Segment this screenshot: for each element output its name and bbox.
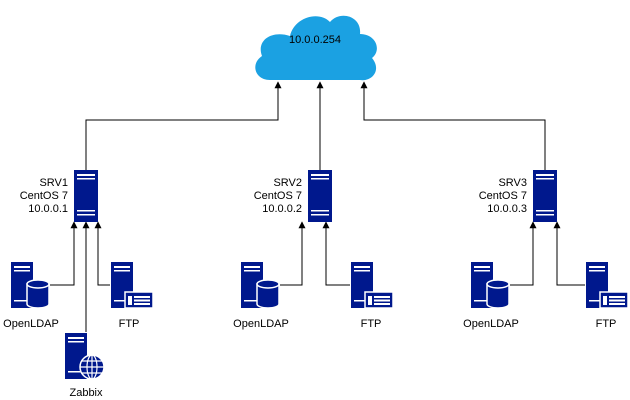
link-srv1-cloud <box>85 81 282 170</box>
srv1-name: SRV1 <box>39 177 68 189</box>
srv3-name: SRV3 <box>498 177 527 189</box>
cloud-shape <box>255 15 377 81</box>
srv1-ftp-caption: FTP <box>118 318 140 330</box>
link-db3-srv3 <box>510 221 537 286</box>
link-ftp1-srv1 <box>94 221 110 286</box>
srv2-database-server-icon <box>240 261 280 309</box>
zabbix-caption: Zabbix <box>69 387 103 399</box>
srv3-openldap-caption: OpenLDAP <box>463 318 519 330</box>
srv1-ftp-server-icon <box>110 261 154 309</box>
zabbix-web-server-icon <box>64 332 105 380</box>
srv2-server-icon <box>308 170 332 222</box>
srv3-ftp-server-icon <box>585 261 629 309</box>
srv1-openldap-caption: OpenLDAP <box>3 318 59 330</box>
srv2-ip: 10.0.0.2 <box>262 203 302 215</box>
srv2-os: CentOS 7 <box>253 190 302 202</box>
link-ftp2-srv2 <box>322 221 350 286</box>
srv2-label: SRV2 CentOS 7 10.0.0.2 <box>240 177 302 216</box>
srv3-label: SRV3 CentOS 7 10.0.0.3 <box>465 177 527 216</box>
srv1-ip: 10.0.0.1 <box>28 203 68 215</box>
srv3-os: CentOS 7 <box>478 190 527 202</box>
srv3-database-server-icon <box>470 261 510 309</box>
srv2-openldap-caption: OpenLDAP <box>233 318 289 330</box>
srv1-os: CentOS 7 <box>19 190 68 202</box>
srv1-server-icon <box>74 170 98 222</box>
srv1-database-server-icon <box>10 261 50 309</box>
srv3-ip: 10.0.0.3 <box>487 203 527 215</box>
srv2-ftp-server-icon <box>350 261 394 309</box>
srv1-label: SRV1 CentOS 7 10.0.0.1 <box>6 177 68 216</box>
link-srv3-cloud <box>360 81 546 170</box>
link-db1-srv1 <box>50 221 78 286</box>
cloud-label: 10.0.0.254 <box>289 34 341 46</box>
srv2-name: SRV2 <box>273 177 302 189</box>
link-db2-srv2 <box>280 221 306 286</box>
srv3-ftp-caption: FTP <box>595 318 617 330</box>
srv2-ftp-caption: FTP <box>360 318 382 330</box>
srv3-server-icon <box>533 170 557 222</box>
link-ftp3-srv3 <box>553 221 585 286</box>
